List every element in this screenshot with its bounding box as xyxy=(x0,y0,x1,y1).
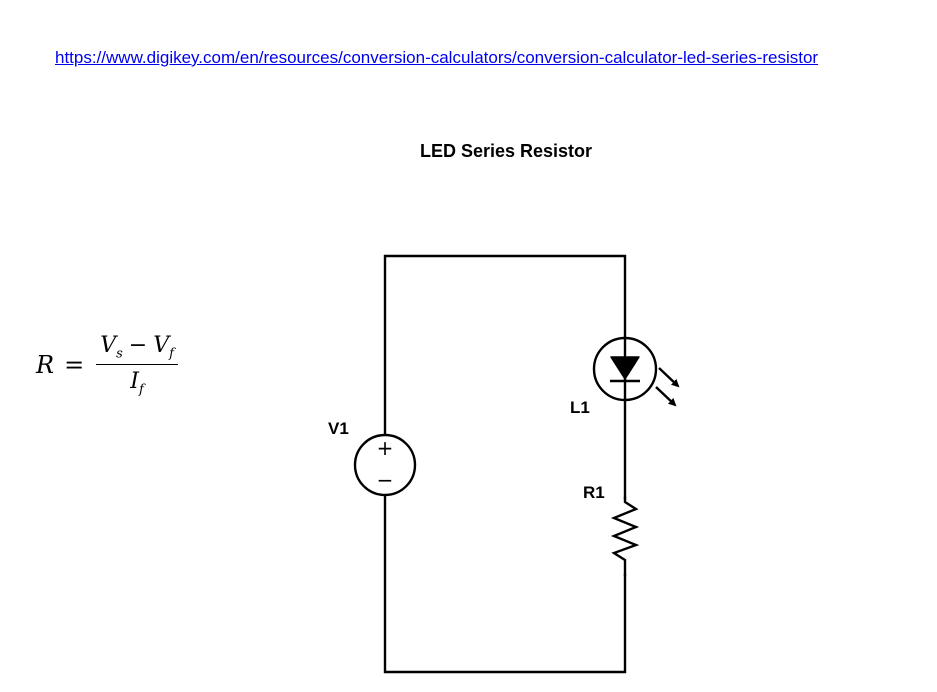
formula-denominator: If xyxy=(130,365,144,397)
formula-vf: V xyxy=(153,333,170,358)
wire-bottom xyxy=(383,494,627,674)
led-emission-arrow-2 xyxy=(655,386,677,407)
resistor-label: R1 xyxy=(583,483,605,502)
source-plus-sign: + xyxy=(377,436,394,460)
formula-vs: V xyxy=(100,333,117,358)
formula-fraction: Vs−Vf If xyxy=(96,333,178,398)
diagram-title: LED Series Resistor xyxy=(419,141,593,161)
formula-vf-sub: f xyxy=(169,346,174,362)
formula-vs-sub: s xyxy=(116,346,123,362)
led-triangle xyxy=(610,356,640,380)
formula-minus: − xyxy=(128,333,148,358)
source-minus-sign: − xyxy=(377,468,394,492)
formula-numerator: Vs−Vf xyxy=(96,333,178,366)
led-l1 xyxy=(592,336,680,407)
voltage-source-v1: + − xyxy=(353,433,417,497)
led-label: L1 xyxy=(570,398,590,417)
formula-lhs: R xyxy=(36,351,55,380)
formula-if-sub: f xyxy=(138,382,144,398)
source-link[interactable]: https://www.digikey.com/en/resources/con… xyxy=(55,48,819,67)
resistor-formula: R = Vs−Vf If xyxy=(36,333,178,398)
source-label: V1 xyxy=(328,419,349,438)
wire-left-top xyxy=(383,254,627,436)
resistor-zigzag xyxy=(610,496,640,577)
formula-if: I xyxy=(130,369,139,395)
formula-equals: = xyxy=(64,351,85,380)
led-emission-arrow-1 xyxy=(658,367,680,388)
